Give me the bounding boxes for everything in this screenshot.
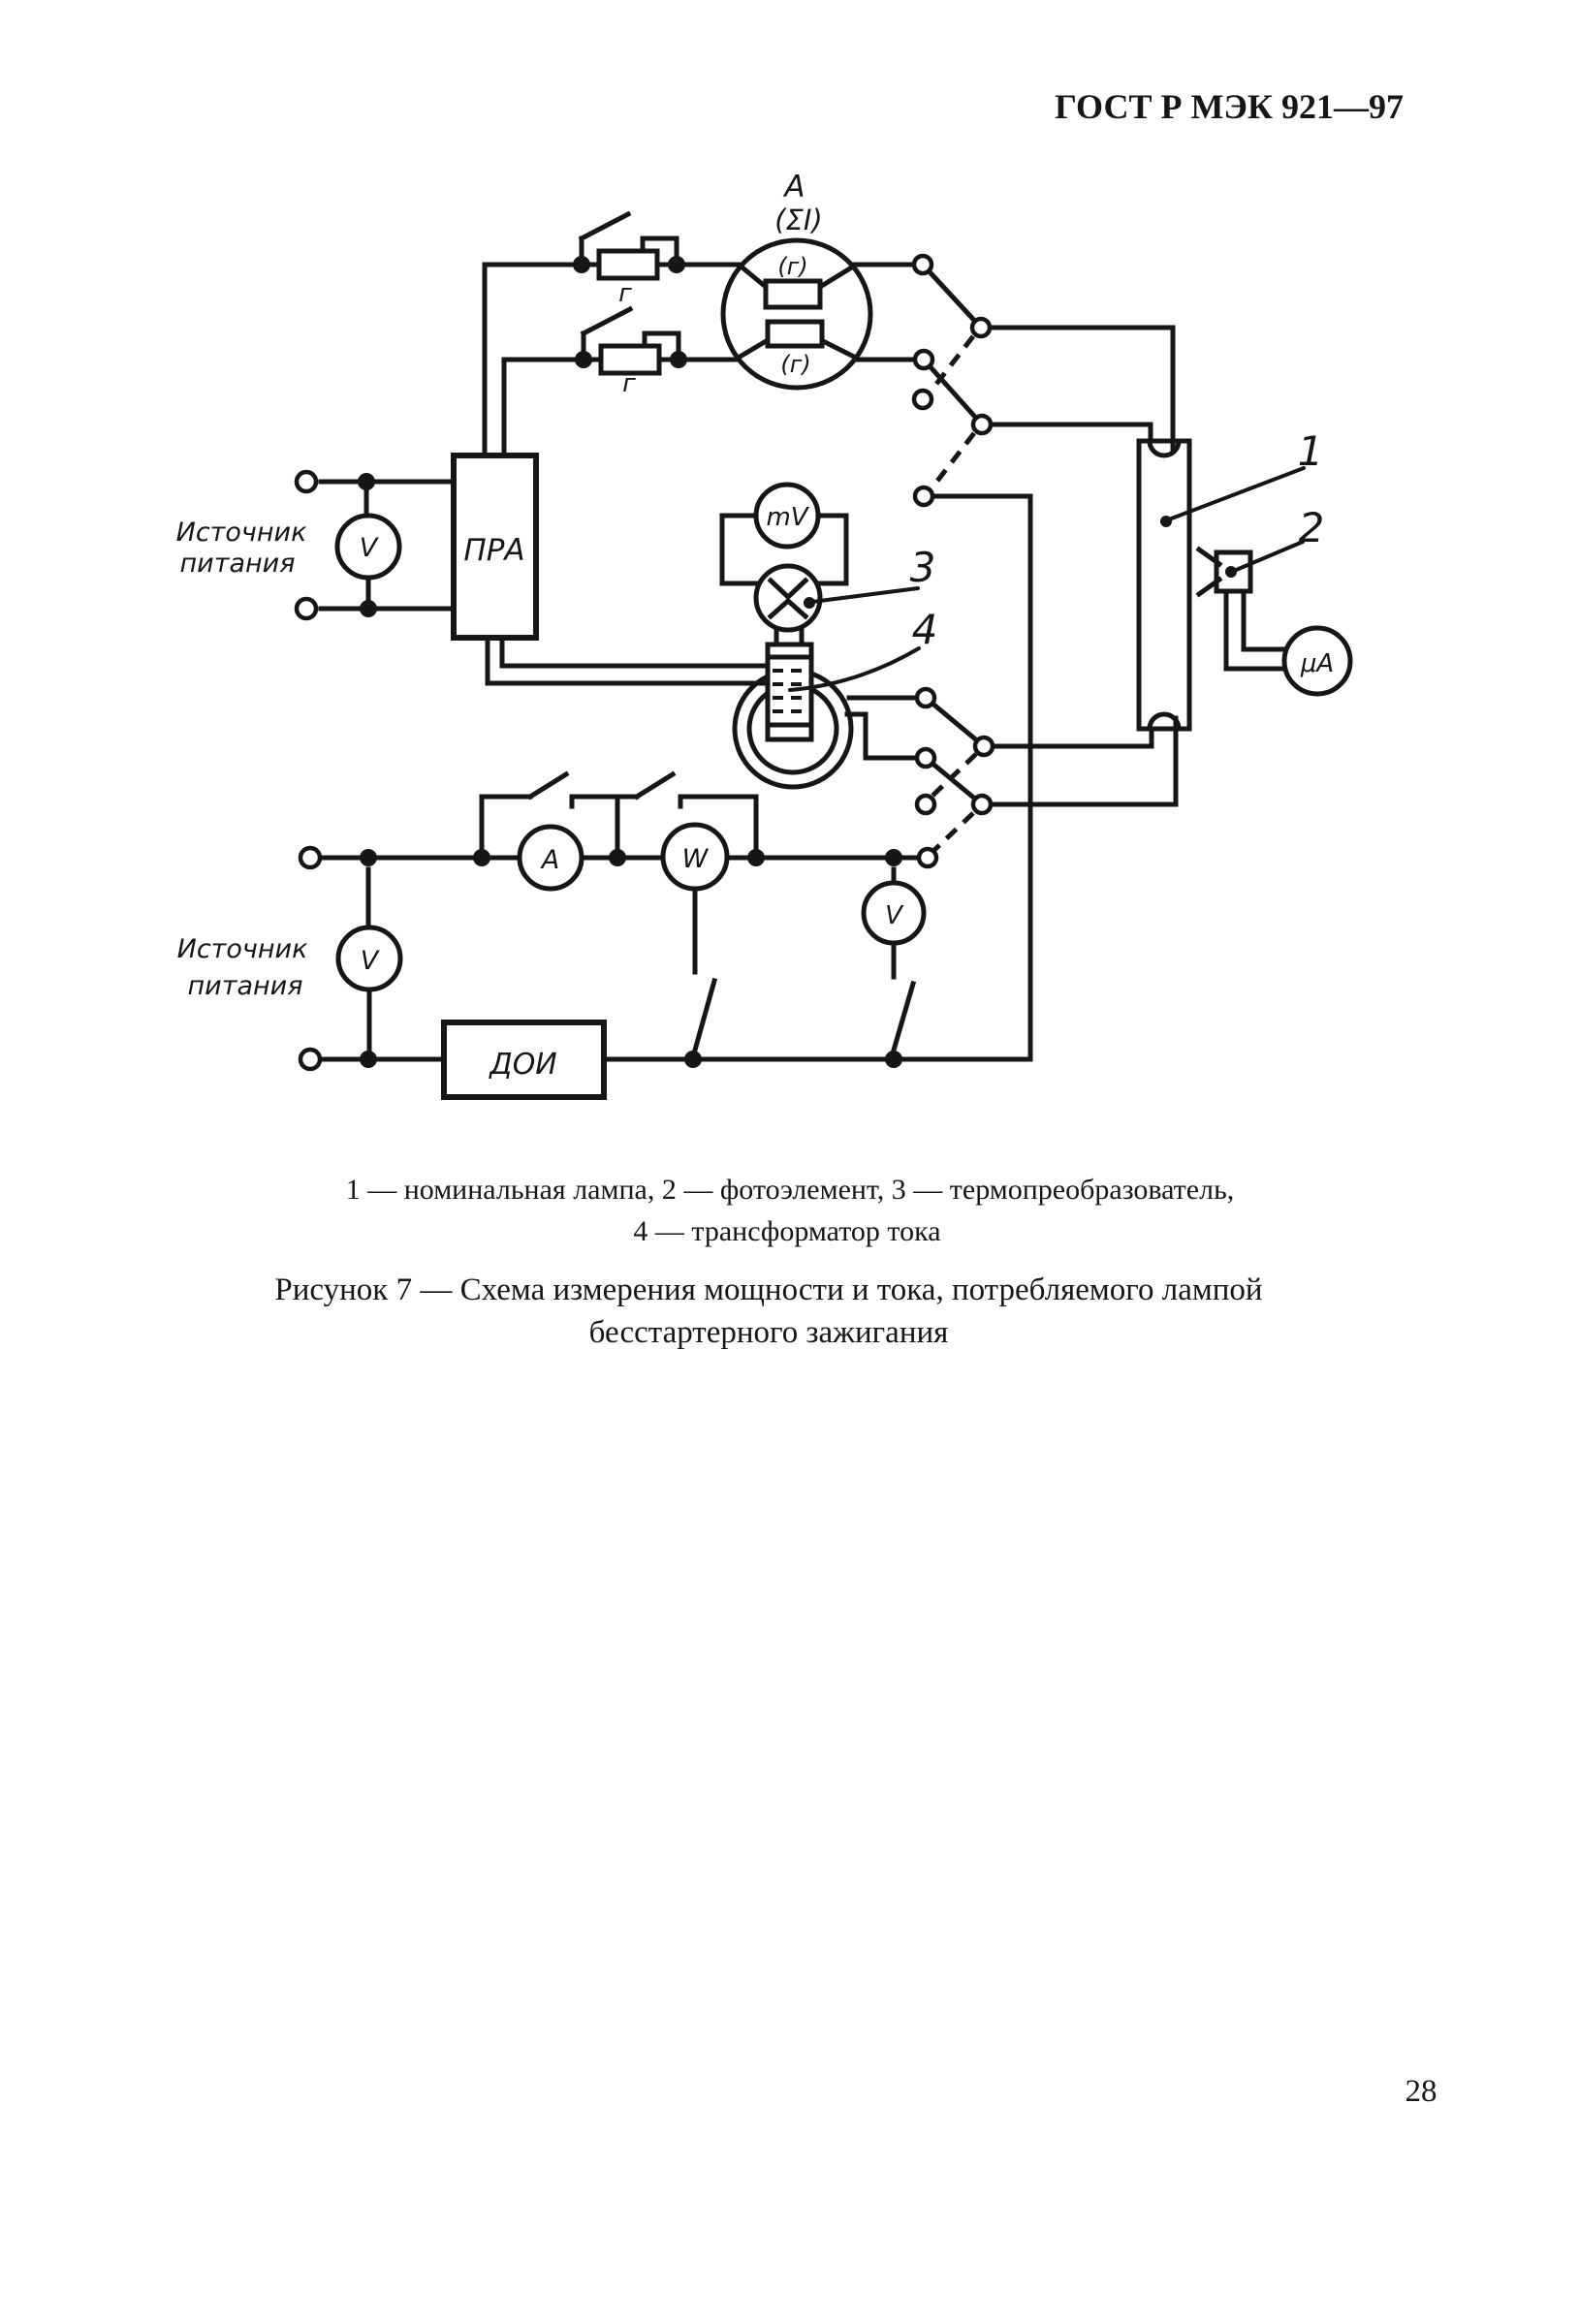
figure-title-line2: бесстартерного зажигания: [589, 1315, 949, 1350]
selector-dashed-links: [929, 334, 978, 853]
resistor-bottom: [598, 343, 662, 376]
resistor-top-label: г: [618, 279, 632, 308]
ammeter-bottom: [517, 824, 584, 892]
shunt-top-label: (г): [777, 253, 807, 280]
source-terminals: [294, 469, 323, 1072]
ref-photocell: 2: [1299, 504, 1325, 551]
wattmeter: [660, 822, 730, 892]
sum-ammeter-sublabel: (ΣI): [774, 204, 823, 236]
page-number: 28: [1405, 2074, 1437, 2109]
shunt-bottom-box: [765, 319, 825, 349]
ballast-label: ПРА: [463, 533, 524, 568]
figure-caption-line1: 1 — номинальная лампа, 2 — фотоэлемент, …: [346, 1174, 1235, 1206]
lamp-tube: [1136, 438, 1192, 732]
shunt-top-box: [763, 278, 823, 310]
ref-lamp: 1: [1298, 427, 1324, 475]
voltmeter-bottom-label: V: [361, 946, 381, 976]
voltmeter-top-source: [334, 513, 402, 581]
resistor-top: [596, 248, 660, 281]
ref-current-transformer: 4: [912, 606, 938, 653]
junction-dots: [358, 256, 902, 1068]
wattmeter-label: W: [682, 844, 710, 874]
millivoltmeter: [753, 482, 821, 550]
ballast-box: [451, 453, 539, 641]
ref-thermoconverter: 3: [910, 544, 936, 591]
ammeter-label: A: [540, 845, 559, 875]
page-header: ГОСТ Р МЭК 921—97: [1055, 87, 1404, 126]
figure-caption-line2: 4 — трансформатор тока: [633, 1215, 940, 1247]
lamp: [1136, 438, 1192, 732]
circuit-wires: [318, 210, 1291, 1062]
microammeter-label: μA: [1300, 649, 1334, 678]
doi-box: [441, 1020, 607, 1100]
voltmeter-bottom-source: [335, 925, 403, 992]
source-top-label-line2: питания: [180, 549, 296, 579]
source-bottom-label-line2: питания: [188, 971, 303, 1001]
sum-ammeter-label: A: [782, 170, 805, 204]
figure-title-line1: Рисунок 7 — Схема измерения мощности и т…: [274, 1272, 1262, 1307]
lamp-voltmeter-label: V: [885, 901, 904, 930]
microammeter: [1281, 625, 1353, 697]
thermoconverter-assembly: [719, 482, 849, 633]
sum-ammeter: [720, 237, 873, 391]
millivoltmeter-label: mV: [766, 503, 809, 532]
voltmeter-lamp: [861, 880, 927, 946]
series-resistors: [596, 248, 662, 376]
voltmeter-top-label: V: [360, 533, 380, 563]
switch-contacts: [911, 253, 995, 869]
source-bottom-label-line1: Источник: [177, 934, 308, 964]
reference-leaders: [788, 466, 1306, 692]
current-transformer: [732, 624, 854, 790]
resistor-bottom-label: г: [622, 369, 636, 398]
shunt-bottom-label: (г): [780, 351, 810, 378]
doi-label: ДОИ: [488, 1048, 557, 1082]
source-top-label-line1: Источник: [176, 518, 307, 548]
